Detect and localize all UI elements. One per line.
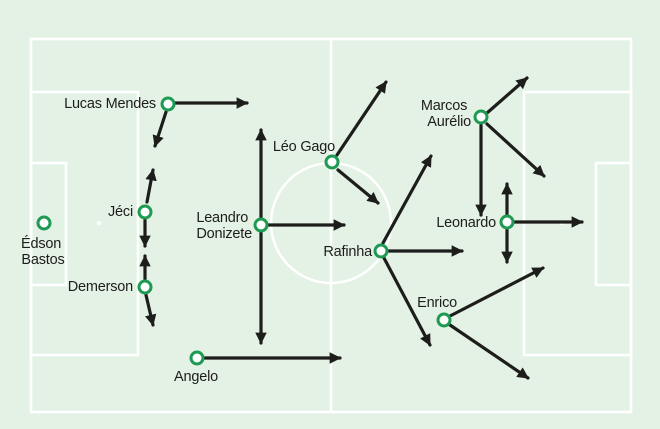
arrow-leo-gago-down [336,168,380,205]
label-demerson: Demerson [68,279,133,295]
arrow-demerson-down [144,293,157,327]
arrow-enrico-down [448,323,530,380]
right-goal-area [594,161,633,287]
label-marcos-aurelio: Marcos Aurélio [421,98,471,130]
left-goal-area [29,161,68,287]
player-marker-rafinha [373,243,389,259]
movement-arrows [139,76,584,380]
player-markers [36,96,515,366]
arrow-leo-gago-up [335,80,388,157]
arrow-jeci-up [145,168,157,204]
label-leo-gago: Léo Gago [273,139,335,155]
label-jeci: Jéci [108,204,133,220]
left-penalty-spot [97,221,101,225]
arrow-marcos-aurelio-up [485,76,529,115]
player-marker-leonardo [499,214,515,230]
player-marker-marcos-aurelio [473,109,489,125]
player-marker-lucas-mendes [160,96,176,112]
label-leonardo: Leonardo [436,215,496,231]
arrow-rafinha-up [381,154,433,245]
arrow-marcos-aurelio-down-right [485,122,546,178]
label-leandro-donizete: Leandro Donizete [196,210,252,242]
label-lucas-mendes: Lucas Mendes [64,96,156,112]
label-edson-bastos: Édson Bastos [21,235,65,268]
player-marker-demerson [137,279,153,295]
player-marker-angelo [189,350,205,366]
player-labels: Édson Bastos Jéci Demerson Lucas Mendes … [21,96,496,385]
label-enrico: Enrico [417,295,457,311]
arrow-enrico-up [448,266,545,318]
player-marker-leandro-donizete [253,217,269,233]
player-marker-leo-gago [324,154,340,170]
player-marker-jeci [137,204,153,220]
label-rafinha: Rafinha [323,244,373,260]
arrow-lucas-mendes-back [152,110,168,148]
label-angelo: Angelo [174,369,218,385]
field-markings [29,37,633,414]
player-marker-enrico [436,312,452,328]
arrow-rafinha-down [382,256,432,347]
player-marker-edson-bastos [36,215,52,231]
